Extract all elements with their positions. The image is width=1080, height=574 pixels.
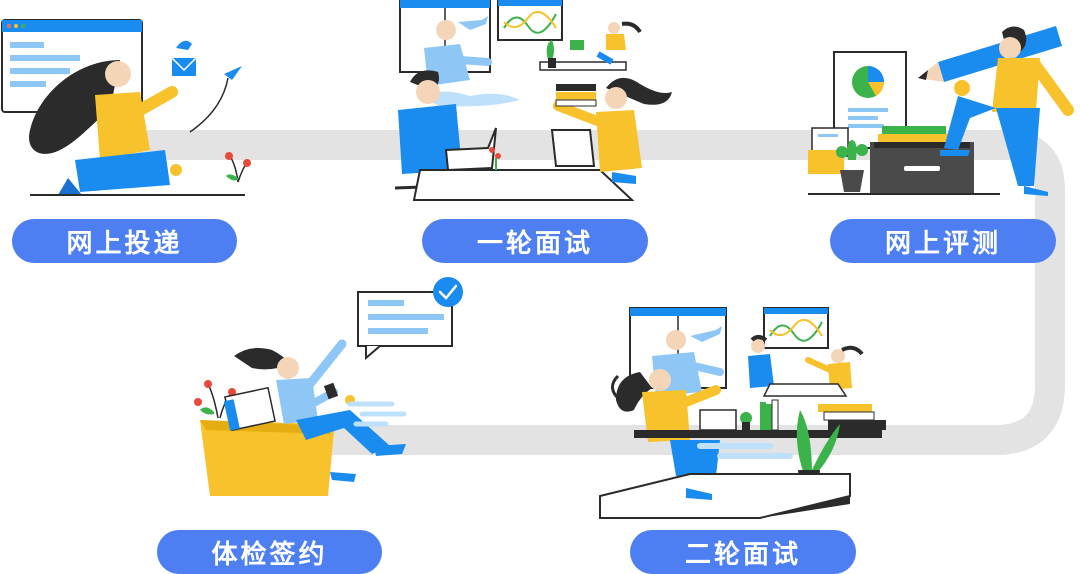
clouds-3 [347, 401, 407, 427]
airplane-icon-2 [690, 326, 722, 342]
airplane-icon [458, 16, 488, 30]
step-label-first-interview: 一轮面试 [422, 219, 648, 263]
work-desk [634, 430, 882, 438]
envelope-icon [172, 58, 196, 76]
armchair [200, 420, 334, 496]
woman-hair-5 [234, 348, 290, 370]
second-interview-illustration [599, 307, 886, 519]
platform [599, 473, 851, 519]
paper-plane-icon [224, 66, 242, 80]
bird-icon [176, 40, 192, 50]
online-assessment-illustration [808, 26, 1074, 196]
small-table [762, 383, 848, 397]
cactus-plant [836, 140, 868, 192]
clouds-2 [697, 443, 793, 459]
step-label-online-application: 网上投递 [12, 219, 237, 263]
woman-hair [29, 60, 120, 154]
step-label-online-assessment: 网上评测 [830, 219, 1056, 263]
first-interview-illustration [394, 0, 672, 201]
man-small [748, 354, 774, 388]
woman-hair-4 [616, 372, 652, 412]
medical-check-signing-illustration [194, 277, 463, 496]
step-label-second-interview: 二轮面试 [630, 530, 856, 574]
meeting-table [412, 169, 635, 201]
flower-plant [225, 152, 251, 183]
woman-hair-2 [606, 77, 672, 105]
checkmark-icon [433, 277, 463, 307]
giant-pencil-icon [938, 26, 1062, 82]
cloud [420, 91, 520, 107]
step-label-medical-check-signing: 体检签约 [157, 530, 382, 574]
online-application-illustration [1, 19, 251, 196]
small-desk-scene [539, 21, 642, 71]
